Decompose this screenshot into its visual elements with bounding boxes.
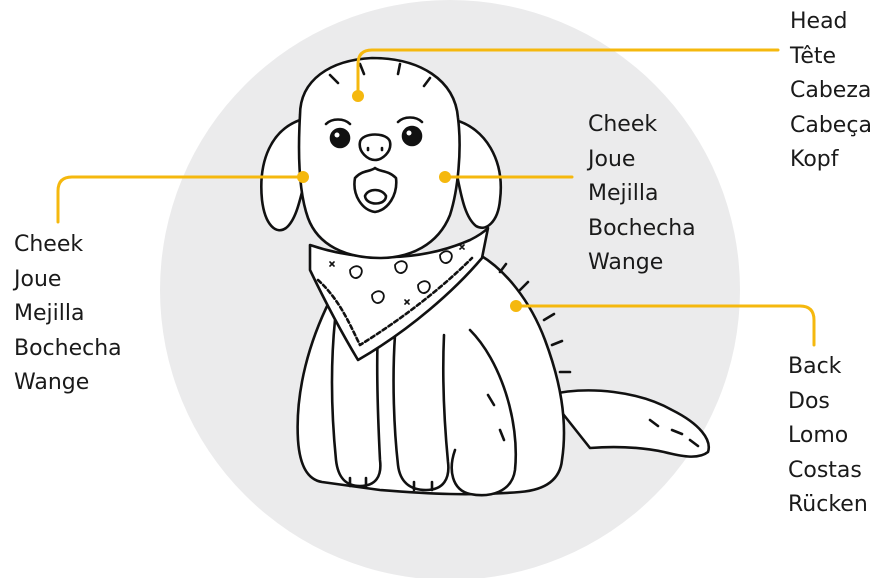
anchor-dot-cheek-right xyxy=(439,171,451,183)
label-cheek-left-pt: Bochecha xyxy=(14,332,122,367)
anchor-dot-back xyxy=(510,300,522,312)
label-cheek-right-en: Cheek xyxy=(588,108,696,143)
label-group-head: Head Tête Cabeza Cabeça Kopf xyxy=(790,5,872,178)
eye-left xyxy=(331,129,349,147)
label-cheek-left-es: Mejilla xyxy=(14,297,122,332)
label-head-en: Head xyxy=(790,5,872,40)
label-cheek-left-de: Wange xyxy=(14,366,122,401)
label-head-de: Kopf xyxy=(790,143,872,178)
label-group-cheek-right: Cheek Joue Mejilla Bochecha Wange xyxy=(588,108,696,281)
label-back-es: Lomo xyxy=(788,419,868,454)
label-cheek-right-pt: Bochecha xyxy=(588,212,696,247)
label-group-back: Back Dos Lomo Costas Rücken xyxy=(788,350,868,523)
label-cheek-right-es: Mejilla xyxy=(588,177,696,212)
eye-right xyxy=(403,127,421,145)
label-cheek-left-en: Cheek xyxy=(14,228,122,263)
label-back-en: Back xyxy=(788,350,868,385)
nose xyxy=(360,135,391,161)
label-cheek-right-de: Wange xyxy=(588,246,696,281)
label-head-es: Cabeza xyxy=(790,74,872,109)
front-leg-right xyxy=(394,335,449,490)
label-group-cheek-left: Cheek Joue Mejilla Bochecha Wange xyxy=(14,228,122,401)
label-cheek-right-fr: Joue xyxy=(588,143,696,178)
anchor-dot-head xyxy=(352,90,364,102)
anchor-dot-cheek-left xyxy=(297,171,309,183)
label-back-pt: Costas xyxy=(788,454,868,489)
label-back-de: Rücken xyxy=(788,488,868,523)
label-cheek-left-fr: Joue xyxy=(14,263,122,298)
tongue xyxy=(365,190,386,204)
label-head-pt: Cabeça xyxy=(790,109,872,144)
label-head-fr: Tête xyxy=(790,40,872,75)
label-back-fr: Dos xyxy=(788,385,868,420)
